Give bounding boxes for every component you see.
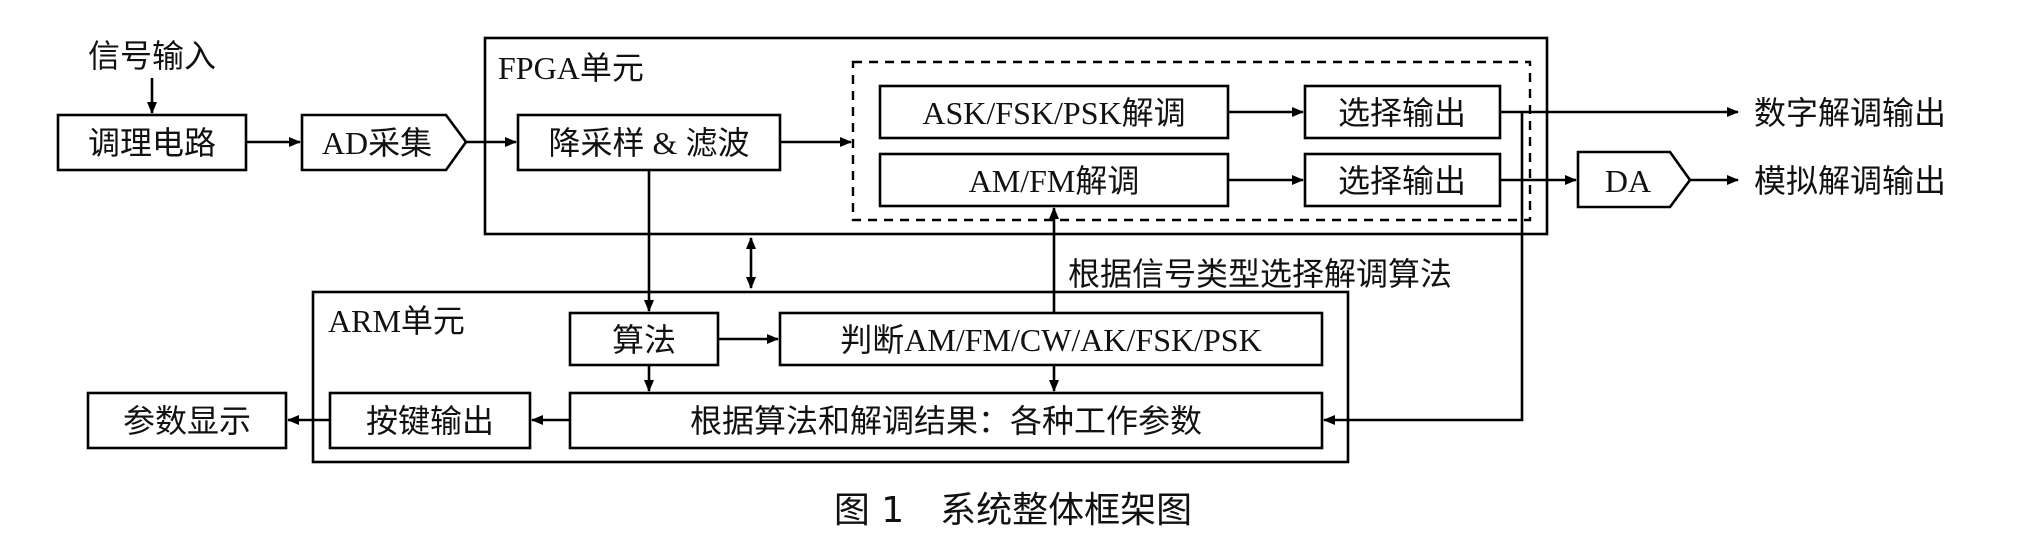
algorithm-label: 算法 — [612, 322, 676, 358]
downsample-filter-box — [516, 113, 782, 172]
conditioning-circuit-label: 调理电路 — [88, 125, 216, 161]
digital-demod-box — [878, 84, 1230, 140]
select-by-type-label: 根据信号类型选择解调算法 — [1068, 256, 1452, 292]
select-output-box-2 — [1303, 152, 1502, 208]
downsample-filter-label: 降采样 & 滤波 — [549, 125, 750, 161]
digital-demod-label: ASK/FSK/PSK解调 — [922, 95, 1185, 131]
judge-type-box — [778, 311, 1324, 367]
arrow-select-feedback-to-params — [1323, 112, 1524, 425]
judge-type-label: 判断AM/FM/CW/AK/FSK/PSK — [840, 322, 1261, 358]
ad-sampling-label: AD采集 — [322, 125, 432, 161]
da-label: DA — [1605, 163, 1651, 199]
ad-sampling-block — [300, 113, 468, 172]
select-output-label-1: 选择输出 — [1338, 95, 1466, 131]
key-output-label: 按键输出 — [366, 403, 494, 439]
digital-output-label: 数字解调输出 — [1754, 95, 1946, 131]
signal-input-label: 信号输入 — [88, 38, 216, 74]
arm-unit-frame — [311, 290, 1350, 464]
params-results-box — [568, 391, 1324, 450]
fpga-unit-label: FPGA单元 — [498, 50, 644, 86]
select-output-box-1 — [1303, 84, 1502, 140]
analog-output-label: 模拟解调输出 — [1754, 163, 1946, 199]
select-output-label-2: 选择输出 — [1338, 163, 1466, 199]
fpga-unit-frame — [483, 36, 1549, 236]
arm-unit-label: ARM单元 — [328, 303, 465, 339]
param-display-label: 参数显示 — [123, 403, 251, 439]
figure-caption: 图 1 系统整体框架图 — [834, 490, 1192, 531]
param-display-box — [86, 391, 288, 450]
analog-demod-label: AM/FM解调 — [969, 163, 1140, 199]
demod-group-dashed-frame — [851, 60, 1532, 222]
params-results-label: 根据算法和解调结果：各种工作参数 — [690, 403, 1202, 439]
conditioning-circuit-box — [56, 113, 248, 172]
da-block — [1576, 150, 1692, 209]
key-output-box — [328, 391, 532, 450]
